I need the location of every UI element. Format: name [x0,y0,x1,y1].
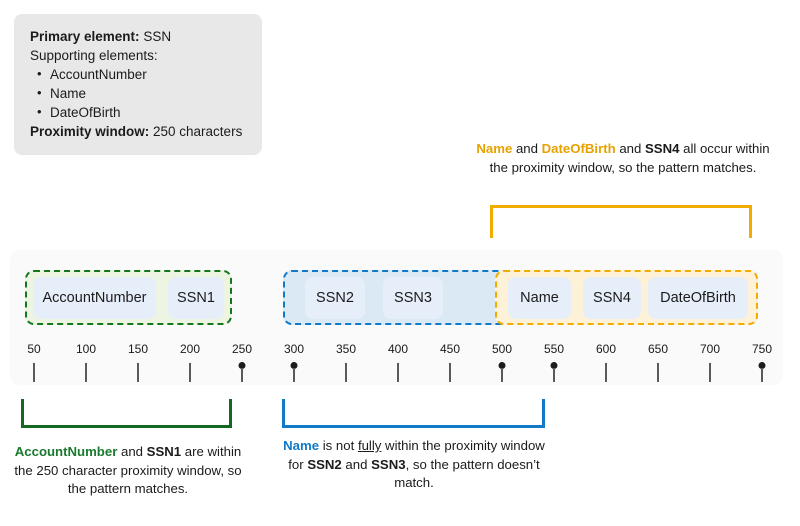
legend-list-item: AccountNumber [30,64,246,84]
legend-list-item: DateOfBirth [30,102,246,122]
axis-tick-label: 350 [335,342,357,356]
axis-tick-mark [449,363,451,382]
annotation-top-tail: all occur within the proximity window, s… [489,141,770,175]
annotation-top-orange: Name and DateOfBirth and SSN4 all occur … [468,140,778,177]
legend-proximity-window: Proximity window: 250 characters [30,122,246,141]
token-chip: SSN1 [168,277,224,319]
annotation-top-sep1: and [512,141,542,156]
axis-tick-dot [290,362,298,369]
token-chip: SSN2 [305,277,365,319]
annotation-br-sep2: within the proximity window for [288,438,545,472]
axis-tick-dot [238,362,246,369]
annotation-top-dateofbirth: DateOfBirth [541,141,616,156]
annotation-top-sep2: and [615,141,645,156]
bracket-blue [282,399,545,428]
axis-tick-label: 600 [595,342,617,356]
annotation-bottom-green: AccountNumber and SSN1 are within the 25… [8,443,248,499]
token-chip: SSN3 [383,277,443,319]
axis-tick-label: 300 [283,342,305,356]
axis-tick-label: 50 [27,342,41,356]
token-chip: DateOfBirth [648,277,748,319]
legend-proximity-value: 250 characters [149,124,243,139]
annotation-br-ssn3: SSN3 [371,456,406,472]
annotation-bottom-blue: Name is not fully within the proximity w… [278,437,550,493]
annotation-bl-sep: and [117,444,147,459]
axis-tick-mark [345,363,347,382]
axis-tick-mark [397,363,399,382]
axis-tick-label: 100 [75,342,97,356]
axis-tick-label: 700 [699,342,721,356]
axis-tick-dot [498,362,506,369]
legend-proximity-label: Proximity window: [30,124,150,139]
legend-supporting-list: AccountNumber Name DateOfBirth [30,64,246,122]
axis-tick-mark [85,363,87,382]
axis-tick-stem [501,368,503,382]
annotation-top-ssn4: SSN4 [645,141,680,156]
annotation-br-sep3: and [341,456,372,472]
annotation-br-name: Name [283,438,320,453]
legend-primary-element: Primary element: SSN [30,27,246,46]
axis-tick-label: 250 [231,342,253,356]
legend-primary-value: SSN [139,29,172,44]
axis-tick-dot [758,362,766,369]
axis-tick-label: 650 [647,342,669,356]
axis-tick-label: 550 [543,342,565,356]
annotation-br-ssn2: SSN2 [307,456,342,472]
axis-tick-label: 400 [387,342,409,356]
axis-tick-stem [241,368,243,382]
axis-tick-mark [33,363,35,382]
legend-card: Primary element: SSN Supporting elements… [14,14,262,155]
annotation-br-fully: fully [357,438,382,453]
legend-primary-label: Primary element: [30,29,140,44]
annotation-br-tail: , so the pattern doesn’t match. [394,456,540,491]
axis-tick-mark [189,363,191,382]
axis-tick-label: 750 [751,342,773,356]
token-chip: AccountNumber [33,277,156,319]
axis-tick-label: 150 [127,342,149,356]
axis-tick-label: 200 [179,342,201,356]
axis-tick-dot [550,362,558,369]
timeline-panel: AccountNumber SSN1 SSN2 SSN3 Name SSN4 D… [10,250,783,385]
axis-tick-label: 500 [491,342,513,356]
annotation-bl-tail: are within the 250 character proximity w… [14,444,242,496]
character-axis: 50 100 150 200 250 300 350 400 450 500 550 600 650 70… [10,250,783,385]
token-chip: SSN4 [583,277,641,319]
annotation-bl-accountnumber: AccountNumber [14,444,118,459]
token-chip: Name [508,277,571,319]
annotation-top-name: Name [476,141,513,156]
axis-tick-stem [293,368,295,382]
axis-tick-mark [605,363,607,382]
axis-tick-label: 450 [439,342,461,356]
bracket-green [21,399,232,428]
axis-tick-mark [137,363,139,382]
axis-tick-mark [657,363,659,382]
legend-supporting-label: Supporting elements: [30,48,158,63]
annotation-br-sep1: is not [319,438,358,453]
axis-tick-mark [709,363,711,382]
axis-tick-stem [553,368,555,382]
bracket-orange [490,205,752,238]
axis-tick-stem [761,368,763,382]
annotation-bl-ssn1: SSN1 [146,444,182,459]
legend-list-item: Name [30,83,246,103]
